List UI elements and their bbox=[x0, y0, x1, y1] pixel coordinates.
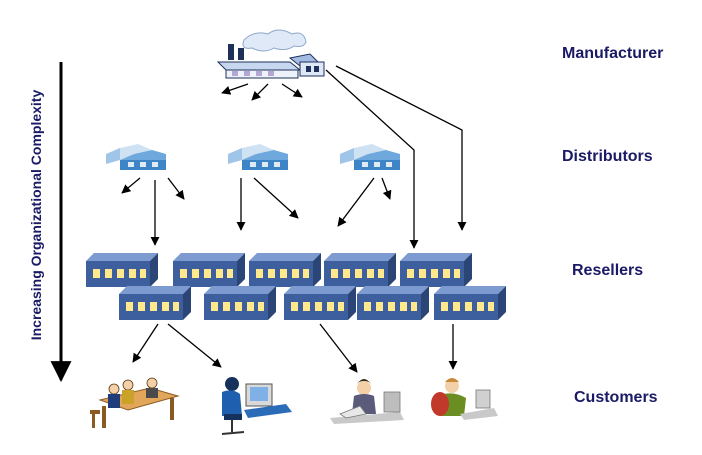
arrow-res-3 bbox=[319, 323, 358, 373]
arrow-mfr-2 bbox=[251, 83, 269, 101]
customer-laptop-user-icon bbox=[330, 379, 404, 424]
arrow-dist-2b bbox=[253, 177, 299, 219]
tier-label-distributors: Distributors bbox=[562, 148, 653, 165]
reseller-store-6 bbox=[119, 286, 191, 320]
customer-computer-user-icon bbox=[221, 377, 292, 435]
distributor-warehouse-1 bbox=[106, 144, 166, 170]
customer-group-icon bbox=[90, 377, 180, 428]
arrow-mfr-1 bbox=[221, 83, 249, 95]
arrow-dist-1a bbox=[121, 177, 141, 194]
customer-desk-user-icon bbox=[431, 378, 498, 420]
distributor-warehouse-2 bbox=[228, 144, 288, 170]
reseller-store-5 bbox=[400, 253, 472, 287]
arrow-mfr-direct-1 bbox=[325, 69, 419, 249]
reseller-store-7 bbox=[204, 286, 276, 320]
arrow-dist-3b bbox=[381, 177, 392, 200]
reseller-store-8 bbox=[284, 286, 356, 320]
reseller-store-2 bbox=[173, 253, 245, 287]
tier-label-manufacturer: Manufacturer bbox=[562, 45, 664, 62]
reseller-store-4 bbox=[324, 253, 396, 287]
reseller-store-9 bbox=[357, 286, 429, 320]
arrow-mfr-direct-2 bbox=[335, 65, 467, 231]
distributor-warehouse-3 bbox=[340, 144, 400, 170]
arrow-dist-3a bbox=[337, 177, 375, 227]
arrow-mfr-3 bbox=[281, 83, 303, 98]
reseller-store-1 bbox=[86, 253, 158, 287]
arrow-dist-1b bbox=[167, 177, 185, 200]
arrow-res-2 bbox=[167, 323, 222, 368]
reseller-store-10 bbox=[434, 286, 506, 320]
complexity-axis-text: Increasing Organizational Complexity bbox=[28, 89, 44, 341]
tier-label-customers: Customers bbox=[574, 389, 658, 406]
arrow-res-1 bbox=[132, 323, 159, 363]
tier-label-resellers: Resellers bbox=[572, 262, 644, 279]
reseller-store-3 bbox=[249, 253, 321, 287]
factory-icon bbox=[216, 29, 325, 79]
